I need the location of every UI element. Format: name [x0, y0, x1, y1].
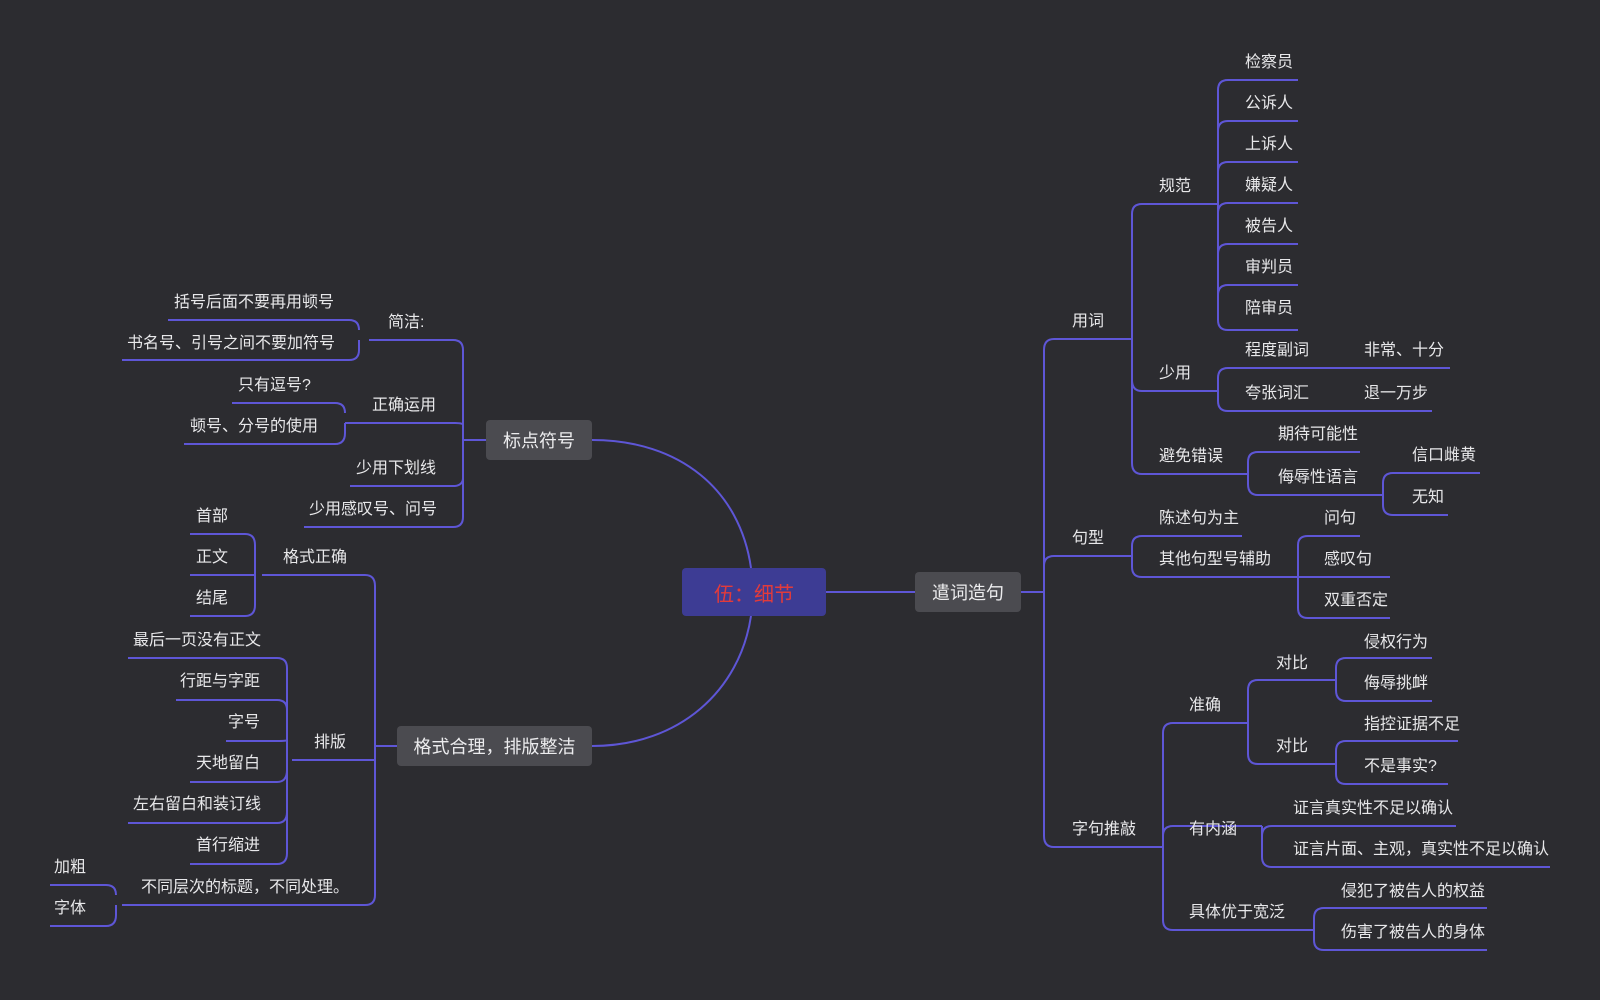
- node-heading[interactable]: 不同层次的标题，不同处理。: [141, 879, 350, 896]
- node-guifan-4[interactable]: 嫌疑人: [1245, 177, 1294, 194]
- node-paiban-4[interactable]: 天地留白: [196, 755, 261, 772]
- node-guifan[interactable]: 规范: [1159, 178, 1192, 195]
- connector-tuiqiao: [1162, 722, 1314, 931]
- node-juti-1[interactable]: 侵犯了被告人的权益: [1341, 883, 1486, 900]
- node-neihan-2[interactable]: 证言片面、主观，真实性不足以确认: [1293, 841, 1550, 858]
- connector-bimian: [1247, 451, 1383, 496]
- node-guifan-5[interactable]: 被告人: [1245, 218, 1294, 235]
- node-zhunque[interactable]: 准确: [1189, 697, 1222, 714]
- node-jianjie-1[interactable]: 括号后面不要再用顿号: [174, 294, 335, 311]
- node-duibi1-1[interactable]: 侵权行为: [1364, 634, 1429, 651]
- node-paiban-5[interactable]: 左右留白和装订线: [133, 796, 262, 813]
- node-duibi1-2[interactable]: 侮辱挑衅: [1364, 675, 1429, 692]
- node-guifan-2[interactable]: 公诉人: [1245, 95, 1294, 112]
- node-geshi-3[interactable]: 结尾: [196, 590, 229, 607]
- node-chengdu[interactable]: 程度副词: [1245, 342, 1310, 359]
- connector-juxing: [1131, 535, 1298, 578]
- root-node[interactable]: 伍：细节: [682, 568, 826, 616]
- branch-wording[interactable]: 遣词造句: [915, 572, 1021, 612]
- node-yongci[interactable]: 用词: [1072, 313, 1105, 330]
- node-juxing[interactable]: 句型: [1072, 530, 1105, 547]
- connector-heading: [50, 884, 117, 927]
- node-zhengque-2[interactable]: 顿号、分号的使用: [190, 418, 319, 435]
- node-juti[interactable]: 具体优于宽泛: [1189, 904, 1286, 921]
- node-zhengque-1[interactable]: 只有逗号?: [238, 377, 311, 394]
- connector-yongci: [1131, 203, 1248, 475]
- node-juti-2[interactable]: 伤害了被告人的身体: [1341, 924, 1486, 941]
- node-wuru[interactable]: 侮辱性语言: [1278, 469, 1359, 486]
- connector-punct-spine: [304, 339, 464, 528]
- connector-neihan: [1261, 825, 1550, 868]
- connector-juti: [1313, 907, 1487, 951]
- node-jianjie[interactable]: 简洁:: [388, 314, 425, 331]
- node-paiban-2[interactable]: 行距与字距: [180, 673, 261, 690]
- connector-paiban: [128, 657, 288, 865]
- node-paiban-1[interactable]: 最后一页没有正文: [133, 632, 262, 649]
- connector-wuru: [1382, 472, 1480, 516]
- connector-shaoyong: [1217, 367, 1450, 412]
- branch-punctuation[interactable]: 标点符号: [486, 420, 592, 460]
- node-qita-2[interactable]: 感叹句: [1324, 551, 1373, 568]
- connector-root-format: [591, 615, 752, 747]
- node-qidai[interactable]: 期待可能性: [1278, 426, 1359, 443]
- connector-geshi: [190, 533, 256, 617]
- node-duibi2-2[interactable]: 不是事实?: [1364, 758, 1437, 775]
- node-wuru-2[interactable]: 无知: [1412, 489, 1445, 506]
- node-paiban[interactable]: 排版: [314, 734, 347, 751]
- connector-guifan: [1217, 79, 1298, 331]
- connector-zhengque: [184, 402, 346, 445]
- node-kuazhang[interactable]: 夸张词汇: [1245, 385, 1310, 402]
- node-qita-1[interactable]: 问句: [1324, 510, 1357, 527]
- connector-duibi2: [1335, 740, 1458, 785]
- node-guifan-6[interactable]: 审判员: [1245, 259, 1294, 276]
- connector-qita: [1297, 535, 1390, 619]
- connector-duibi1: [1335, 657, 1432, 702]
- node-paiban-3[interactable]: 字号: [228, 714, 261, 731]
- node-neihan[interactable]: 有内涵: [1189, 821, 1238, 838]
- connector-zhunque: [1247, 679, 1336, 765]
- node-geshi-1[interactable]: 首部: [196, 508, 229, 525]
- node-qita-3[interactable]: 双重否定: [1324, 592, 1389, 609]
- node-neihan-1[interactable]: 证言真实性不足以确认: [1293, 800, 1454, 817]
- connector-words-spine: [1043, 338, 1163, 848]
- node-geshi[interactable]: 格式正确: [283, 549, 348, 566]
- node-jianjie-2[interactable]: 书名号、引号之间不要加符号: [127, 335, 336, 352]
- node-kuazhang-ex[interactable]: 退一万步: [1364, 385, 1429, 402]
- node-chenshu[interactable]: 陈述句为主: [1159, 510, 1240, 527]
- connector-jianjie: [122, 319, 360, 361]
- node-guifan-3[interactable]: 上诉人: [1245, 136, 1294, 153]
- node-duibi2-1[interactable]: 指控证据不足: [1364, 716, 1461, 733]
- node-heading-2[interactable]: 字体: [54, 900, 87, 917]
- node-exclaim[interactable]: 少用感叹号、问号: [309, 501, 438, 518]
- node-geshi-2[interactable]: 正文: [196, 549, 229, 566]
- node-wuru-1[interactable]: 信口雌黄: [1412, 447, 1477, 464]
- node-duibi2[interactable]: 对比: [1276, 738, 1309, 755]
- node-bimian[interactable]: 避免错误: [1159, 448, 1224, 465]
- node-underline[interactable]: 少用下划线: [356, 460, 437, 477]
- node-chengdu-ex[interactable]: 非常、十分: [1364, 342, 1445, 359]
- connector-root-punct: [591, 439, 752, 569]
- node-heading-1[interactable]: 加粗: [54, 859, 87, 876]
- connector-format-spine: [122, 574, 376, 906]
- node-paiban-6[interactable]: 首行缩进: [196, 837, 261, 854]
- node-qita[interactable]: 其他句型号辅助: [1159, 551, 1272, 568]
- node-duibi1[interactable]: 对比: [1276, 655, 1309, 672]
- node-guifan-1[interactable]: 检察员: [1245, 54, 1294, 71]
- node-shaoyong[interactable]: 少用: [1159, 365, 1192, 382]
- node-guifan-7[interactable]: 陪审员: [1245, 300, 1294, 317]
- node-zhengque[interactable]: 正确运用: [372, 397, 437, 414]
- node-tuiqiao[interactable]: 字句推敲: [1072, 821, 1137, 838]
- branch-format[interactable]: 格式合理，排版整洁: [397, 726, 592, 766]
